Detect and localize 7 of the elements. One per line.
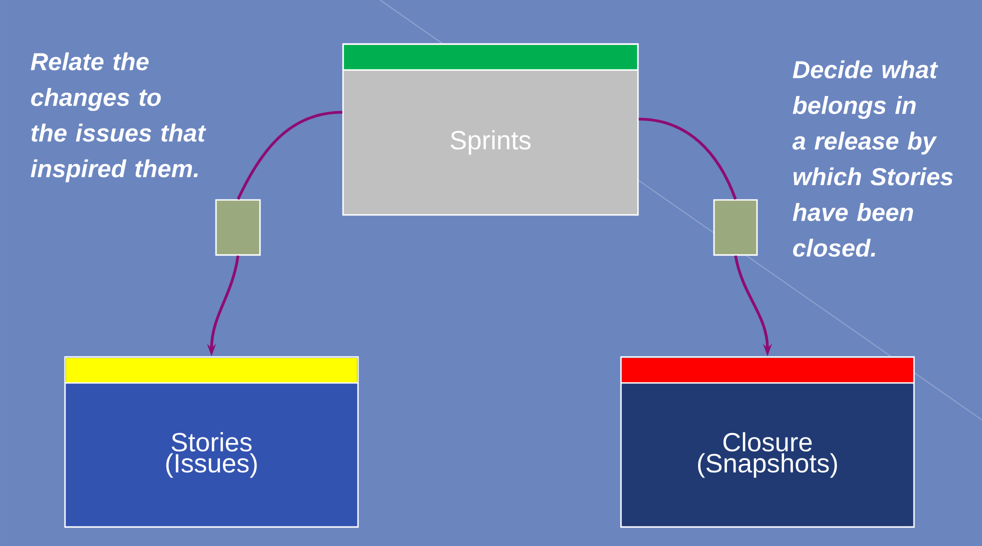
process-box: Sprints bbox=[342, 43, 639, 216]
connector-box bbox=[713, 199, 758, 256]
note-text: Decide what belongs in a release by which Stories have been closed. bbox=[792, 60, 953, 257]
process-box: Closure (Snapshots) bbox=[620, 356, 915, 528]
connector-box bbox=[215, 199, 261, 256]
note-text: Relate the changes to the issues that inspired them. bbox=[30, 52, 206, 182]
process-box: Stories (Issues) bbox=[64, 356, 359, 528]
